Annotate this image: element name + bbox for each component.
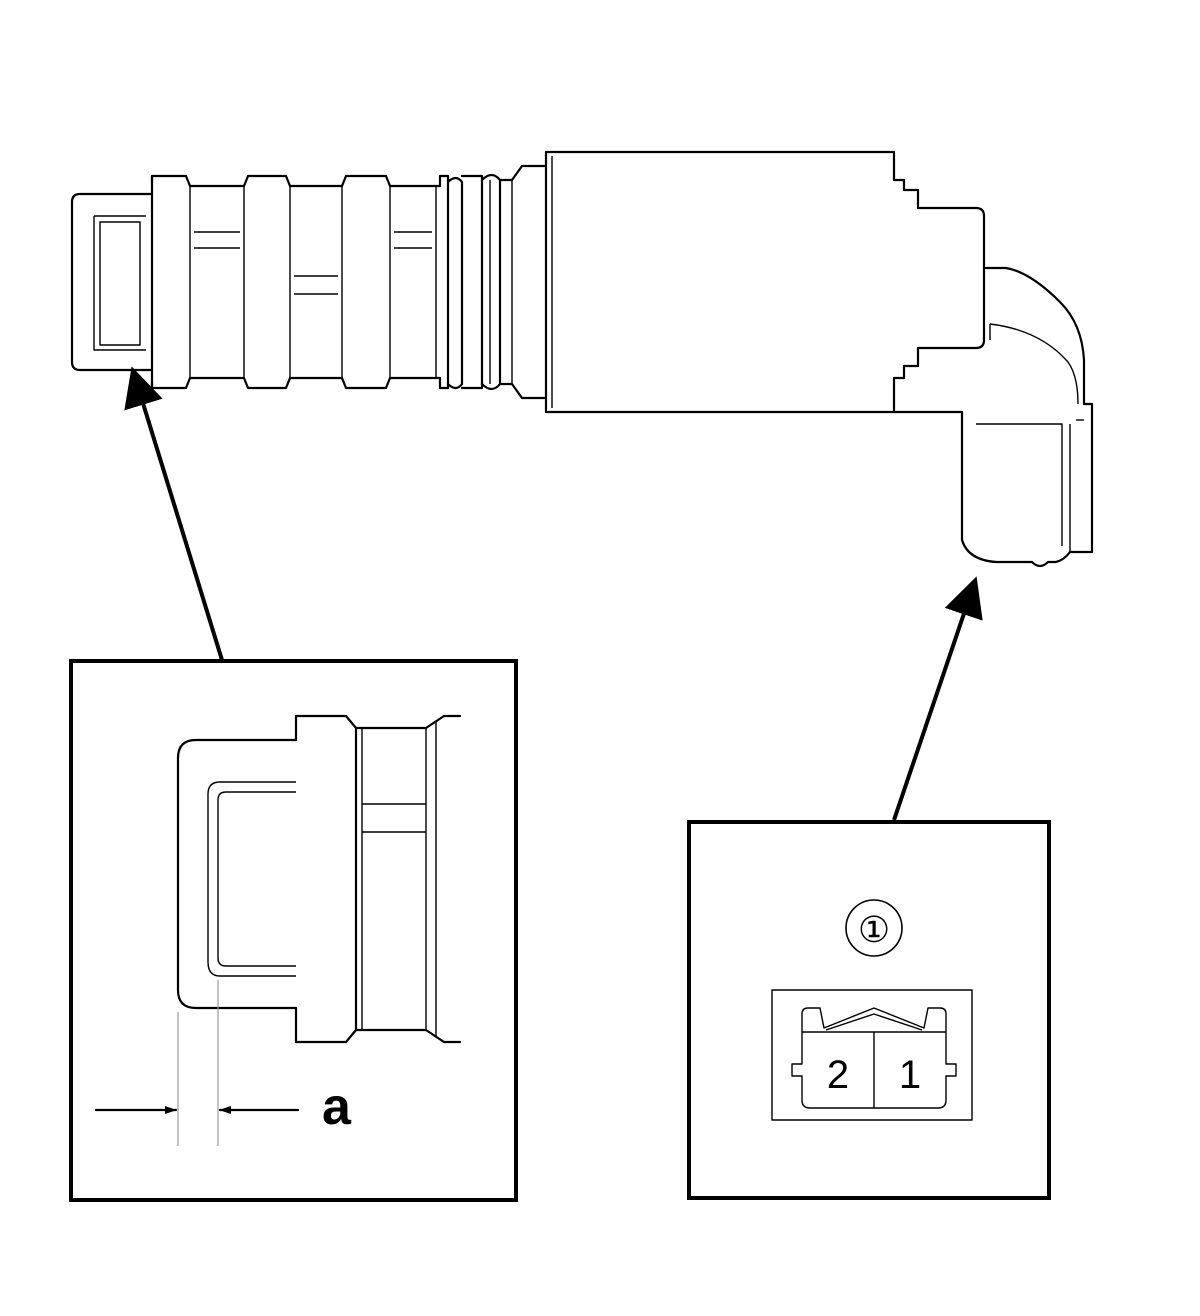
callout-circle: [845, 899, 903, 957]
solenoid-valve-body: [70, 150, 1094, 568]
dimension-label-a: a: [322, 1078, 352, 1136]
connector-detail-box: ① 2 1: [687, 820, 1051, 1200]
tip-detail-box: a: [69, 659, 518, 1202]
connector-callout-label: ①: [858, 910, 890, 950]
connector-leader-arrow: [892, 576, 983, 821]
terminal-1-label: 1: [899, 1053, 921, 1097]
tip-leader-arrow: [124, 366, 224, 661]
terminal-2-label: 2: [827, 1053, 849, 1097]
